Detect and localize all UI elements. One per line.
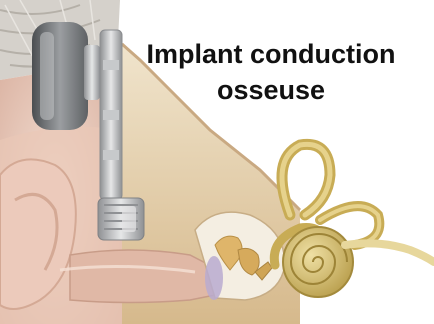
- tympanic-membrane: [205, 256, 223, 300]
- cochlea: [283, 227, 353, 297]
- ear-canal: [60, 250, 215, 303]
- title-line-1: Implant conduction: [118, 36, 424, 72]
- auditory-nerve: [345, 243, 434, 262]
- title-line-2: osseuse: [118, 72, 424, 108]
- diagram-title: Implant conduction osseuse: [118, 36, 424, 108]
